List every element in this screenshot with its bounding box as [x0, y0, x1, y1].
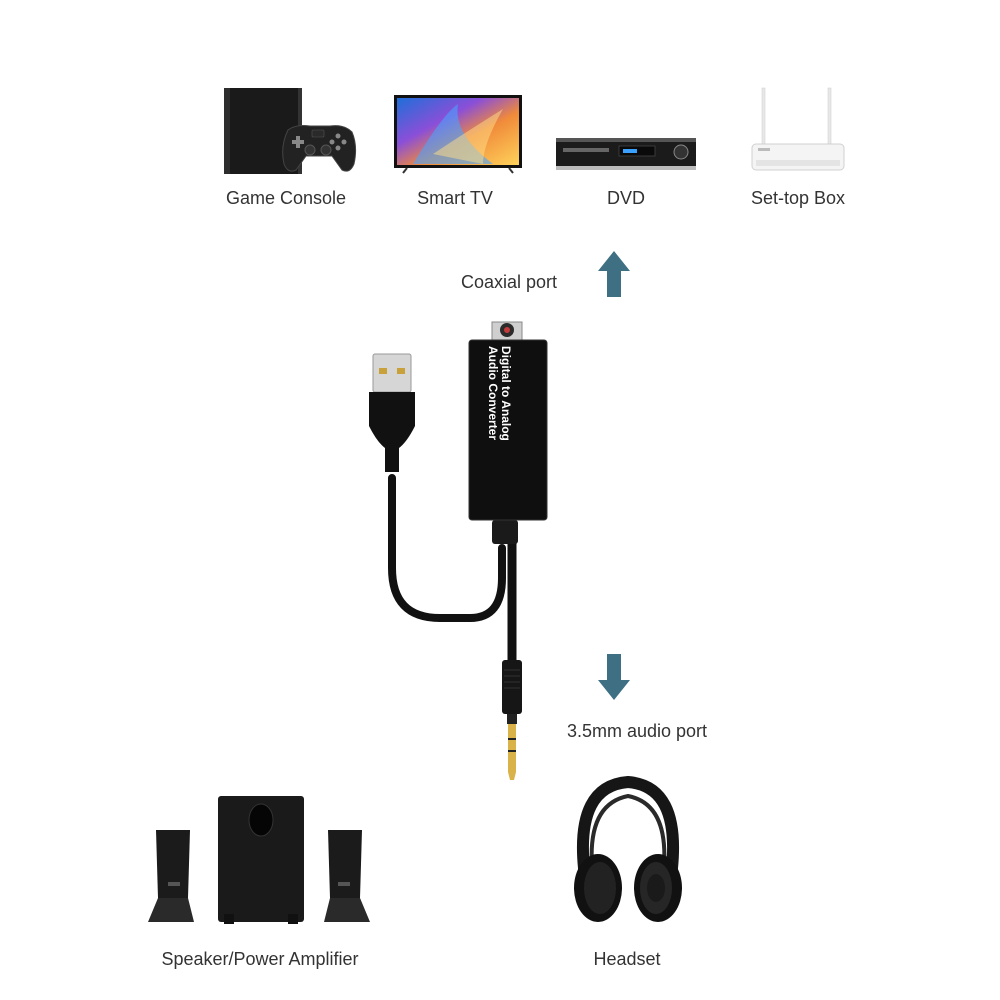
output-label-speaker: Speaker/Power Amplifier — [161, 949, 359, 969]
dvd-player-icon — [555, 134, 697, 174]
audio-port-label: 3.5mm audio port — [566, 721, 708, 741]
source-label-dvd: DVD — [606, 188, 646, 208]
set-top-box-icon — [748, 86, 848, 176]
headset-icon — [570, 776, 686, 928]
converter-cables — [360, 318, 560, 788]
source-label-set-top-box: Set-top Box — [750, 188, 846, 208]
converter-label: Digital to Analog Audio Converter — [486, 346, 513, 506]
speaker-icon — [146, 794, 372, 928]
output-label-headset: Headset — [593, 949, 661, 969]
arrow-down-icon — [598, 654, 630, 700]
coaxial-port-label: Coaxial port — [460, 272, 558, 292]
source-label-game-console: Game Console — [225, 188, 347, 208]
arrow-up-icon — [598, 251, 630, 297]
converter-label-line1: Digital to Analog — [499, 346, 513, 441]
source-label-smart-tv: Smart TV — [417, 188, 493, 208]
converter-label-line2: Audio Converter — [486, 346, 500, 441]
usb-plug-icon — [367, 352, 417, 482]
converter-box: Digital to Analog Audio Converter — [468, 318, 548, 522]
game-console-icon — [218, 86, 358, 178]
smart-tv-icon — [393, 94, 523, 174]
